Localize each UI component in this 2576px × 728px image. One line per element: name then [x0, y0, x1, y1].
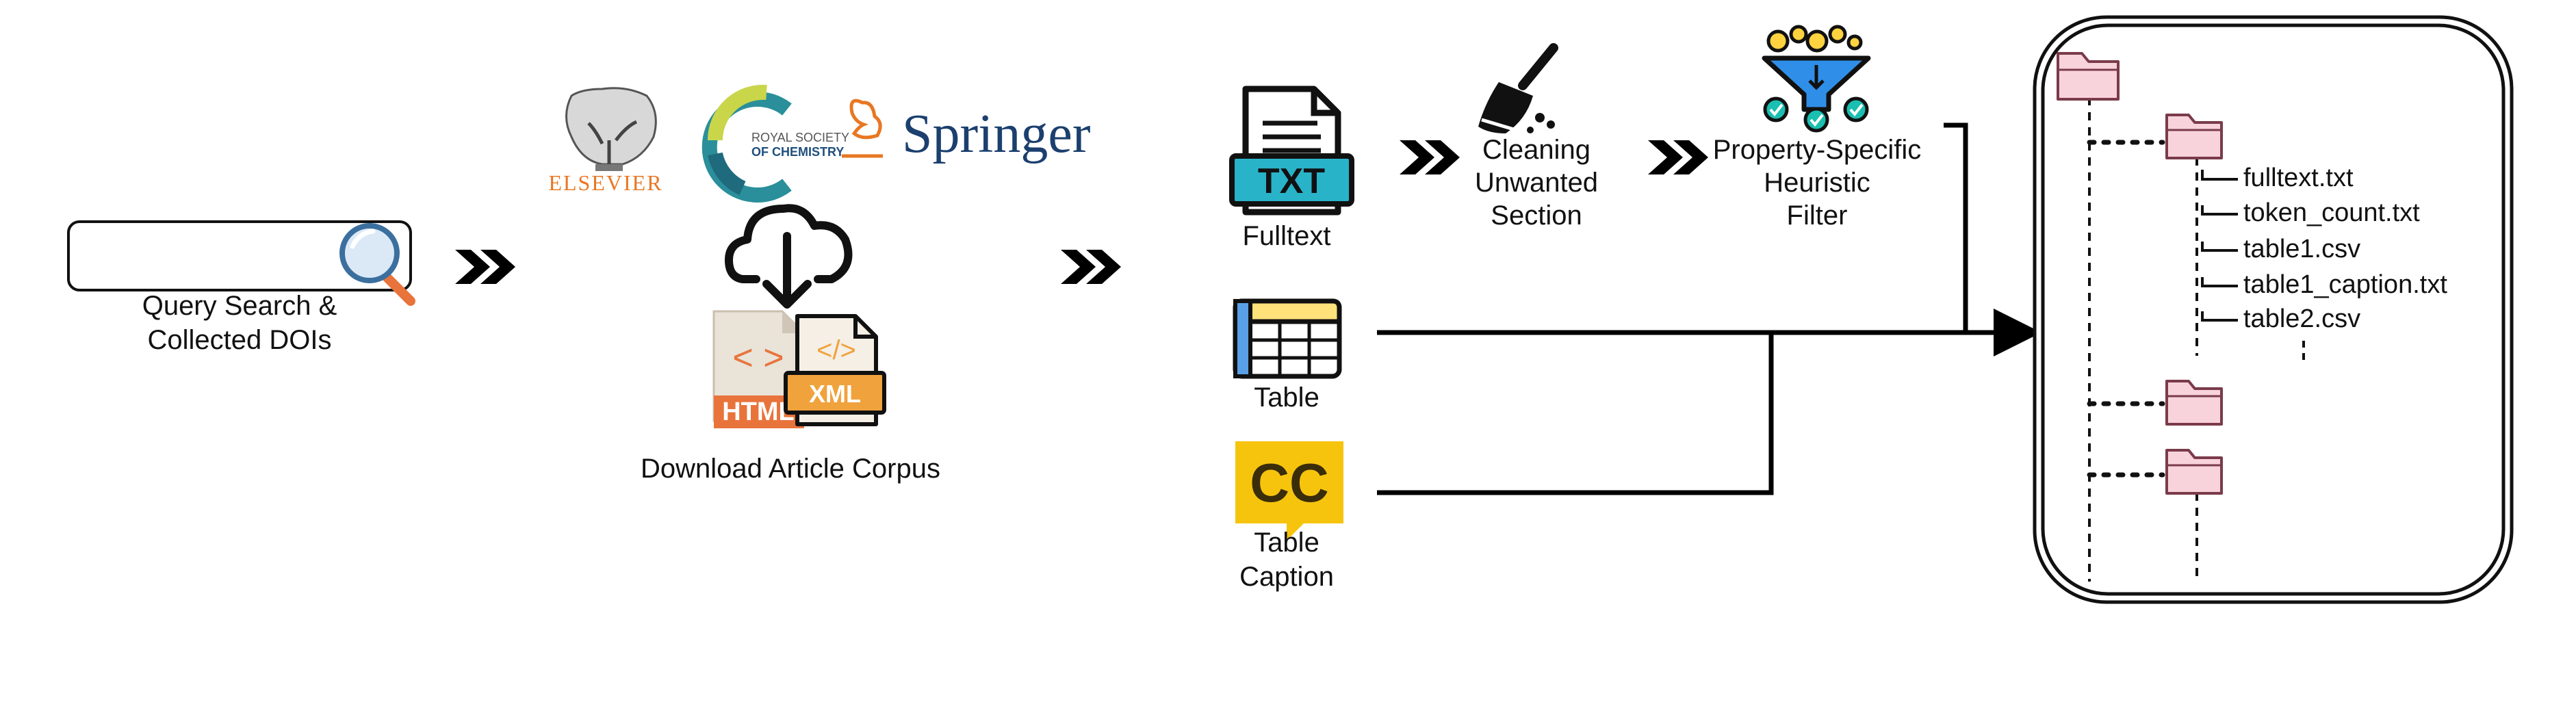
- file-item: table2.csv: [2243, 304, 2360, 333]
- article-folder-icon: [2165, 380, 2223, 426]
- query-label-line1: Query Search &: [142, 291, 337, 321]
- xml-file-icon: </> XML: [784, 314, 886, 426]
- connector-lines: [1377, 122, 2042, 495]
- table-icon: [1233, 298, 1342, 379]
- double-chevron-icon: [1061, 250, 1121, 284]
- springer-logo: Springer: [842, 99, 1091, 164]
- caption-label-line1: Table: [1254, 528, 1319, 558]
- rsc-wordmark-line1: ROYAL SOCIETY: [751, 131, 849, 144]
- double-chevron-icon: [1400, 140, 1460, 174]
- folder-tree-lines: [2087, 97, 2305, 582]
- rsc-wordmark-line2: OF CHEMISTRY: [751, 145, 844, 159]
- xml-code-glyph: </>: [816, 335, 856, 365]
- cleaning-line3: Section: [1491, 200, 1582, 231]
- cleaning-line1: Cleaning: [1482, 135, 1590, 165]
- double-chevron-icon: [1648, 140, 1708, 174]
- rsc-logo: ROYAL SOCIETY OF CHEMISTRY: [701, 84, 849, 203]
- file-item: fulltext.txt: [2243, 164, 2354, 192]
- download-label: Download Article Corpus: [641, 454, 940, 484]
- fulltext-label: Fulltext: [1243, 221, 1331, 251]
- filter-line2: Heuristic: [1764, 168, 1870, 198]
- double-chevron-icon: [455, 250, 515, 284]
- xml-tag: XML: [809, 380, 861, 408]
- article-folder-icon: [2165, 449, 2223, 495]
- file-item: table1_caption.txt: [2243, 270, 2447, 299]
- article-folder-icon: [2165, 114, 2223, 159]
- funnel-filter-icon: [1762, 25, 1871, 133]
- table-label: Table: [1254, 382, 1319, 413]
- txt-file-icon: TXT: [1229, 86, 1354, 216]
- file-item: token_count.txt: [2243, 198, 2420, 227]
- html-tag: HTML: [722, 398, 795, 426]
- filter-line1: Property-Specific: [1713, 135, 1922, 165]
- elsevier-logo: ELSEVIER: [548, 87, 662, 195]
- html-code-glyph: < >: [732, 338, 784, 378]
- caption-badge: CC: [1250, 452, 1329, 513]
- broom-icon: [1478, 43, 1558, 133]
- magnifier-icon: [339, 223, 415, 306]
- filter-line3: Filter: [1787, 200, 1848, 231]
- elsevier-wordmark: ELSEVIER: [548, 170, 662, 195]
- cleaning-line2: Unwanted: [1475, 168, 1598, 198]
- caption-icon: CC: [1235, 441, 1343, 541]
- txt-badge: TXT: [1258, 161, 1325, 201]
- cloud-download-icon: [725, 204, 853, 309]
- springer-wordmark: Springer: [902, 104, 1091, 164]
- query-search-box[interactable]: [67, 220, 415, 306]
- root-folder-icon: [2057, 52, 2120, 101]
- query-label-line2: Collected DOIs: [148, 325, 332, 355]
- file-item: table1.csv: [2243, 235, 2360, 263]
- caption-label-line2: Caption: [1239, 562, 1334, 592]
- output-directory-panel: [2033, 15, 2514, 604]
